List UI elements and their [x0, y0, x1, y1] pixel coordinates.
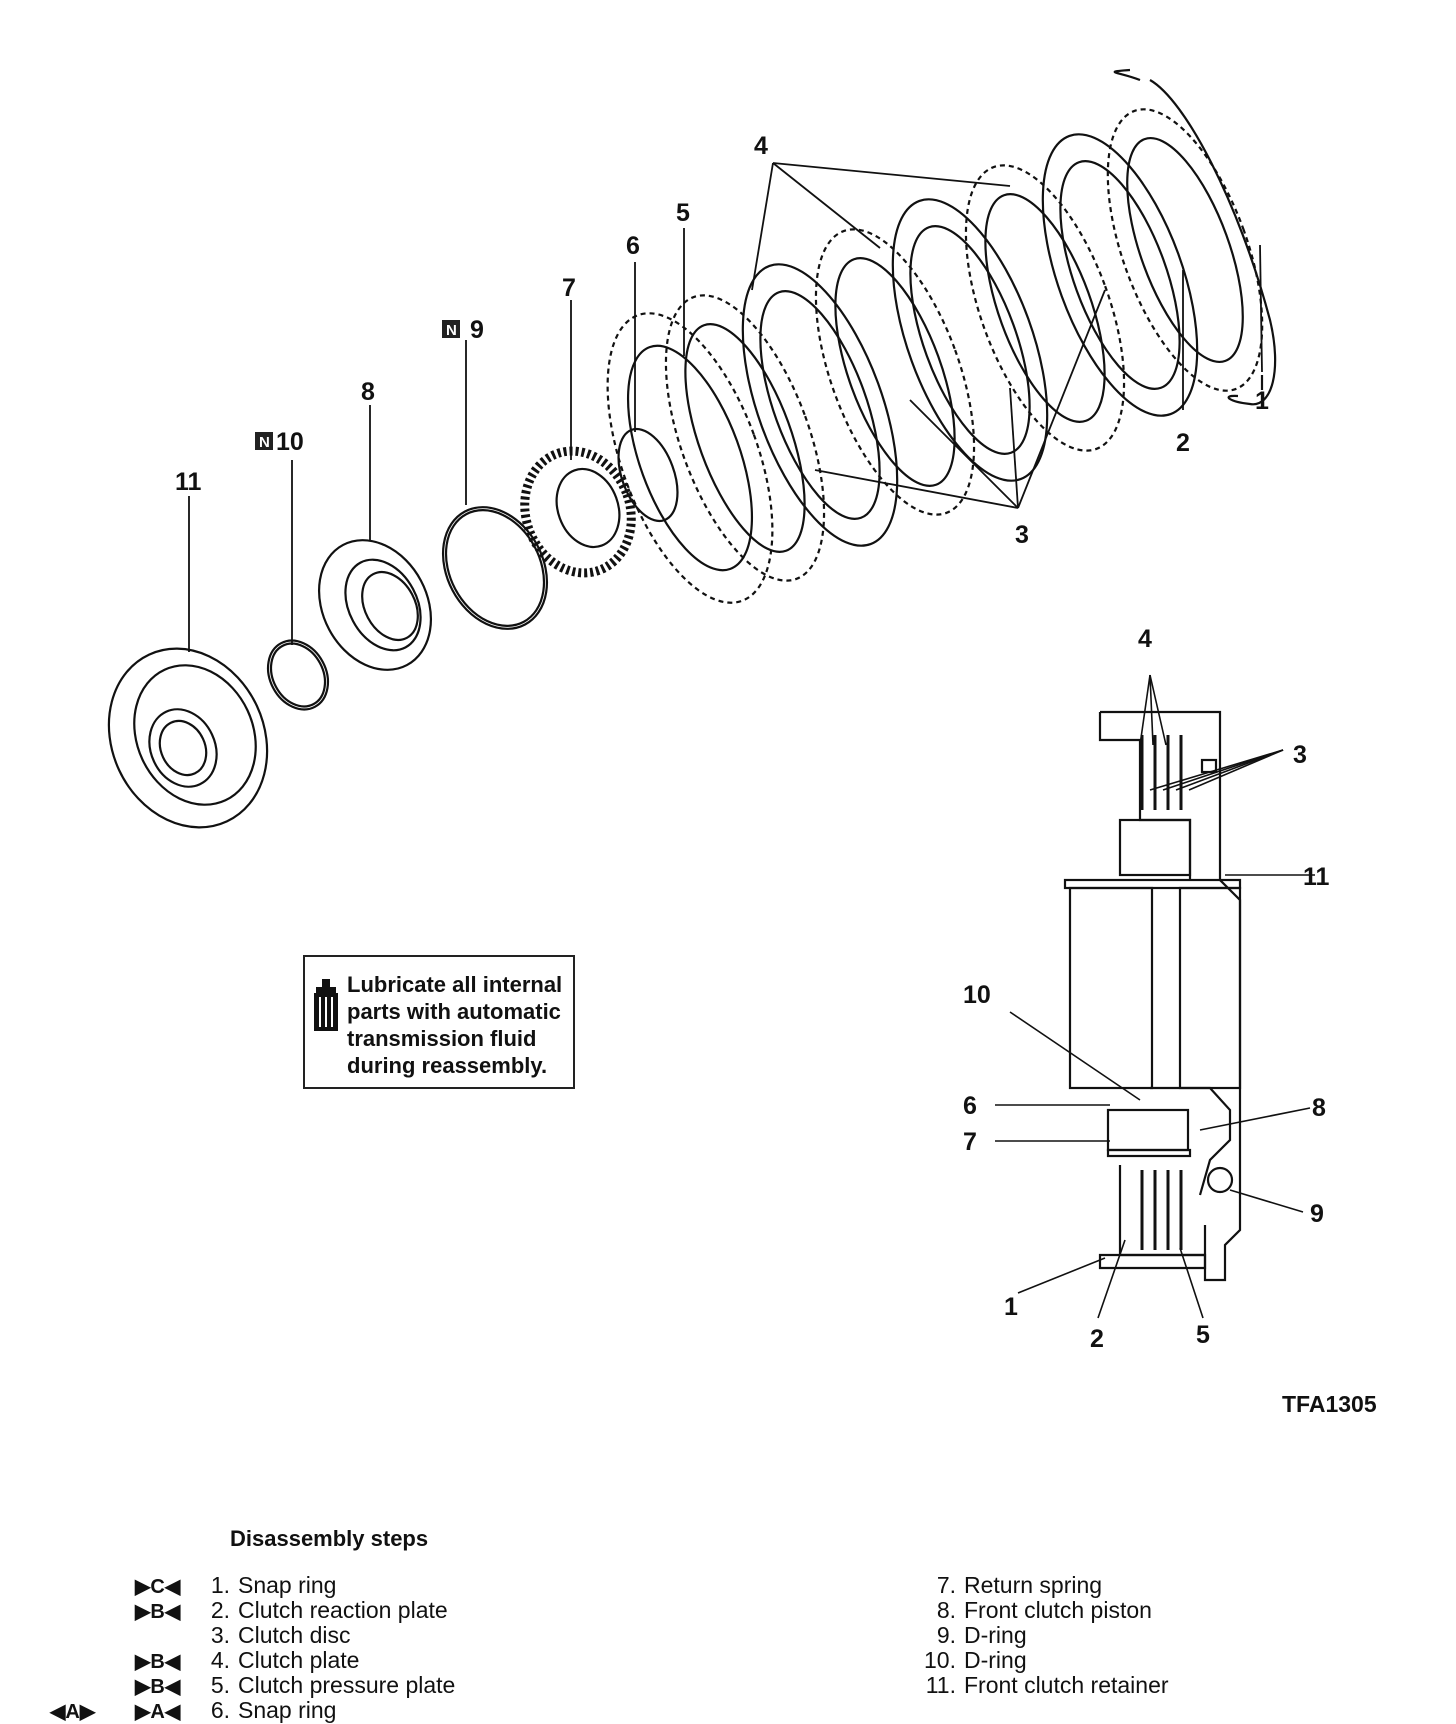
clutch-pack: [664, 133, 1199, 582]
callout-5: 5: [676, 199, 690, 227]
section-callout-10: 10: [963, 981, 991, 1009]
section-callout-7: 7: [963, 1128, 977, 1156]
figure-id: TFA1305: [1282, 1391, 1377, 1417]
step-4: 4. Clutch plate: [196, 1647, 360, 1673]
note-line-2: parts with automatic: [347, 999, 561, 1024]
step-7: 7. Return spring: [922, 1573, 1102, 1598]
step-5-label: Clutch pressure plate: [238, 1672, 456, 1698]
n-tag-9-letter: N: [446, 322, 457, 339]
step-1: 1. Snap ring: [196, 1572, 337, 1598]
step-11-label: Front clutch retainer: [964, 1672, 1169, 1698]
step-mark-6: ▶A◀: [135, 1701, 181, 1723]
note-line-4: during reassembly.: [347, 1053, 548, 1078]
step-10-label: D-ring: [964, 1647, 1027, 1673]
step-6-label: Snap ring: [238, 1697, 337, 1723]
section-callout-8: 8: [1312, 1094, 1326, 1122]
step-9: 9. D-ring: [922, 1623, 1027, 1648]
return-spring-part-7: [520, 446, 636, 578]
step-7-label: Return spring: [964, 1572, 1103, 1598]
d-ring-part-9: [441, 506, 549, 630]
callout-7: 7: [562, 274, 576, 302]
lubrication-note: Lubricate all internal parts with automa…: [303, 955, 575, 1089]
callout-8: 8: [361, 378, 375, 406]
step-9-label: D-ring: [964, 1622, 1027, 1648]
section-callout-6: 6: [963, 1092, 977, 1120]
step-11-num: 11.: [925, 1672, 956, 1698]
step-6-num: 6.: [210, 1697, 230, 1723]
callout-10: 10: [276, 428, 304, 456]
callout-3: 3: [1015, 521, 1029, 549]
step-8-label: Front clutch piston: [964, 1597, 1152, 1623]
retainer-part-11: [107, 647, 269, 829]
step-2-label: Clutch reaction plate: [238, 1597, 448, 1623]
section-callout-5: 5: [1196, 1321, 1210, 1349]
step-4-num: 4.: [210, 1647, 230, 1673]
step-mark-4: ▶B◀: [135, 1651, 181, 1673]
note-line-1: Lubricate all internal: [347, 972, 563, 997]
step-1-num: 1.: [210, 1572, 230, 1598]
reaction-plate-part-2: [1106, 108, 1264, 392]
note-line-3: transmission fluid: [347, 1026, 537, 1051]
callout-4: 4: [754, 132, 768, 160]
step-10-num: 10.: [924, 1647, 956, 1673]
n-tag-10-letter: N: [259, 434, 270, 451]
step-3-label: Clutch disc: [238, 1622, 351, 1648]
step-11: 11. Front clutch retainer: [922, 1673, 1169, 1698]
step-4-label: Clutch plate: [238, 1647, 360, 1673]
step-2-num: 2.: [210, 1597, 230, 1623]
exploded-callouts: 1 2 3 4 5 6 7 N 9 8 N 10 11: [175, 132, 1269, 549]
callout-2: 2: [1176, 429, 1190, 457]
snap-ring-part-6: [617, 427, 679, 523]
step-7-num: 7.: [936, 1572, 956, 1598]
step-5: 5. Clutch pressure plate: [196, 1672, 456, 1698]
step-mark-5: ▶B◀: [135, 1676, 181, 1698]
disassembly-title: Disassembly steps: [230, 1526, 429, 1551]
callout-11: 11: [175, 468, 202, 496]
pressure-plate-part-5: [606, 312, 774, 604]
lubrication-note-text: Lubricate all internal parts with automa…: [347, 971, 573, 1079]
step-8: 8. Front clutch piston: [922, 1598, 1152, 1623]
callout-1: 1: [1255, 387, 1269, 415]
piston-part-8: [317, 539, 433, 671]
step-9-num: 9.: [936, 1622, 956, 1648]
step-mark-6-reassembly: ◀A▶: [50, 1701, 96, 1723]
section-callout-4: 4: [1138, 625, 1152, 653]
section-callout-3: 3: [1293, 741, 1307, 769]
step-5-num: 5.: [210, 1672, 230, 1698]
step-1-label: Snap ring: [238, 1572, 337, 1598]
snap-ring-part-1: [1113, 68, 1277, 406]
step-8-num: 8.: [936, 1597, 956, 1623]
step-mark-2: ▶B◀: [135, 1601, 181, 1623]
step-3: 3. Clutch disc: [196, 1622, 351, 1648]
step-3-num: 3.: [210, 1622, 230, 1648]
step-10: 10. D-ring: [922, 1648, 1027, 1673]
callout-9: 9: [470, 316, 484, 344]
cross-section-view: [995, 674, 1315, 1319]
d-ring-part-10: [266, 639, 330, 711]
n-tag-9: [442, 320, 460, 338]
section-callout-11: 11: [1303, 863, 1330, 891]
step-6: 6. Snap ring: [196, 1697, 337, 1723]
callout-6: 6: [626, 232, 640, 260]
n-tag-10: [255, 432, 273, 450]
section-callout-2: 2: [1090, 1325, 1104, 1353]
step-2: 2. Clutch reaction plate: [196, 1598, 448, 1623]
exploded-leader-lines: [188, 162, 1263, 652]
oil-can-icon: [314, 979, 338, 1031]
step-mark-1: ▶C◀: [135, 1576, 181, 1598]
section-callout-9: 9: [1310, 1200, 1324, 1228]
section-callouts: 4 3 11 10 6 8 7 9 1 2 5: [963, 625, 1330, 1353]
section-callout-1: 1: [1004, 1293, 1018, 1321]
